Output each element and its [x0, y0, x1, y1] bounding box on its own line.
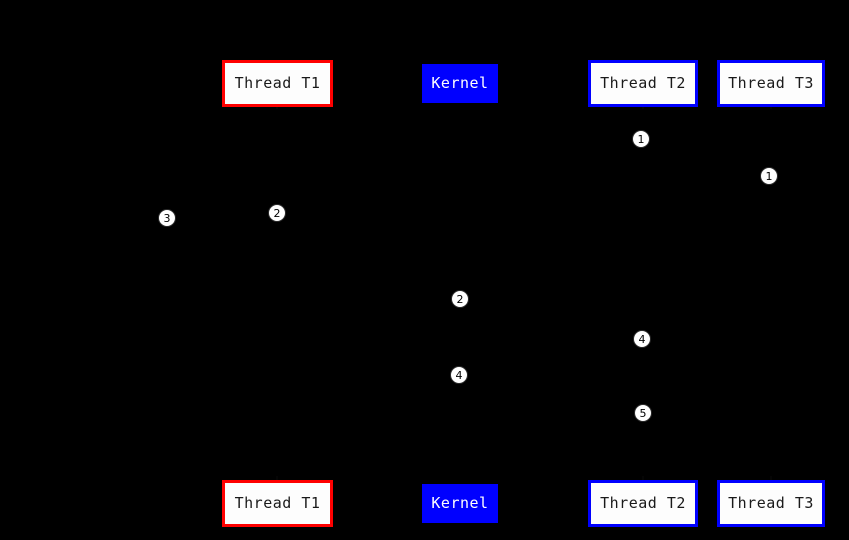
- step-badge: 3: [158, 209, 176, 227]
- step-number: 5: [639, 406, 647, 420]
- participant-thread-t1-bottom[interactable]: Thread T1: [222, 480, 333, 527]
- message-arrow: [277, 299, 460, 300]
- lifeline-thread-t3: [771, 107, 772, 480]
- participant-label: Kernel: [431, 494, 489, 512]
- message-arrow: [460, 339, 643, 340]
- lifeline-thread-t1: [277, 107, 278, 480]
- step-badge: 4: [633, 330, 651, 348]
- message-arrow: [460, 396, 643, 397]
- step-badge: 4: [450, 366, 468, 384]
- lifeline-stub-t3-bottom: [770, 476, 772, 481]
- participant-kernel-top[interactable]: Kernel: [422, 64, 498, 103]
- participant-thread-t3-top[interactable]: Thread T3: [717, 60, 825, 107]
- step-number: 3: [163, 211, 171, 225]
- lifeline-thread-t2: [643, 107, 644, 480]
- step-number: 1: [637, 132, 645, 146]
- participant-kernel-bottom[interactable]: Kernel: [422, 484, 498, 523]
- lifeline-stub-t2-bottom: [642, 476, 644, 481]
- step-number: 2: [456, 292, 464, 306]
- step-number: 2: [273, 206, 281, 220]
- step-badge: 2: [451, 290, 469, 308]
- participant-thread-t2-top[interactable]: Thread T2: [588, 60, 698, 107]
- step-badge: 5: [634, 404, 652, 422]
- participant-thread-t3-bottom[interactable]: Thread T3: [717, 480, 825, 527]
- step-badge: 1: [760, 167, 778, 185]
- participant-label: Thread T3: [728, 74, 814, 92]
- step-badge: 1: [632, 130, 650, 148]
- step-badge: 2: [268, 204, 286, 222]
- participant-thread-t1-top[interactable]: Thread T1: [222, 60, 333, 107]
- participant-label: Thread T1: [234, 494, 321, 512]
- lifeline-stub-t1-bottom: [276, 476, 278, 481]
- participant-label: Kernel: [431, 74, 489, 92]
- participant-thread-t2-bottom[interactable]: Thread T2: [588, 480, 698, 527]
- participant-label: Thread T2: [600, 494, 686, 512]
- step-number: 4: [455, 368, 463, 382]
- step-number: 1: [765, 169, 773, 183]
- participant-label: Thread T3: [728, 494, 814, 512]
- participant-label: Thread T2: [600, 74, 686, 92]
- step-number: 4: [638, 332, 646, 346]
- participant-label: Thread T1: [234, 74, 321, 92]
